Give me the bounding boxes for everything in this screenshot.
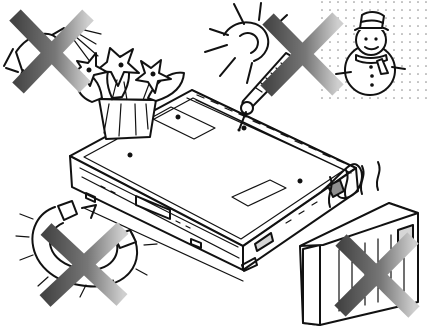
device-top-screw-right (242, 126, 247, 131)
spray-bottom (6, 68, 18, 72)
device-top-screw-front (298, 179, 303, 184)
device-top-screw-left (128, 153, 133, 158)
snowman-button-2 (370, 74, 374, 78)
plant-flower-right-center (151, 72, 156, 77)
device-top-screw-center (176, 115, 181, 120)
thermometer-probe-tip (238, 129, 241, 132)
plant-flower-top-center (119, 63, 124, 68)
sun-inner-arc (240, 33, 258, 53)
snowman-button-3 (370, 83, 374, 87)
snowman-eye-right (374, 37, 377, 40)
sun-arc (224, 22, 268, 61)
thermometer-bulb (241, 102, 253, 114)
snowman-eye-left (364, 37, 367, 40)
plant-flower-left-center (87, 68, 92, 73)
snowman-button-1 (369, 65, 373, 69)
heater-front (303, 245, 320, 325)
